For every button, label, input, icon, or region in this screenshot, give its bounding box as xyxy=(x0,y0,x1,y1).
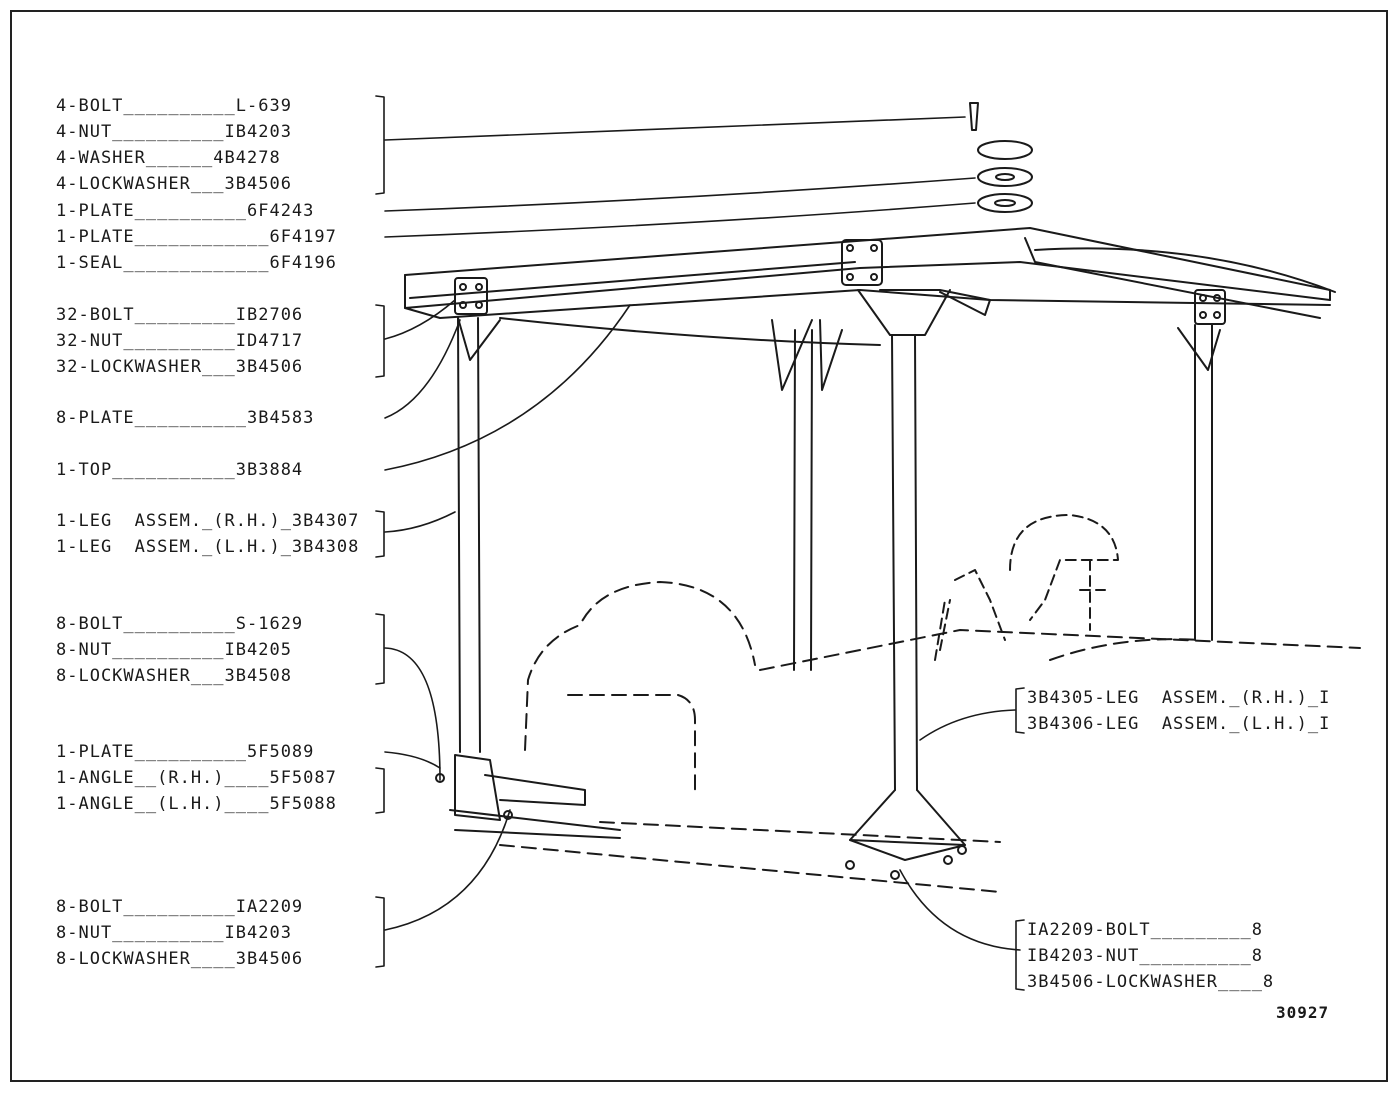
drawing-frame xyxy=(10,10,1388,1082)
front-center-leg xyxy=(849,289,966,861)
left_groups-label: 8-PLATE__________3B4583 xyxy=(56,408,315,428)
left_groups-label: 32-NUT__________ID4717 xyxy=(56,331,304,351)
left_groups-label: 4-LOCKWASHER___3B4506 xyxy=(56,174,292,194)
left_groups-label: 4-WASHER______4B4278 xyxy=(56,148,281,168)
front-left-leg xyxy=(457,317,501,753)
right_groups-label: IB4203-NUT__________8 xyxy=(1027,946,1263,966)
left_groups-label: 4-NUT__________IB4203 xyxy=(56,122,292,142)
left_groups-label: 1-TOP___________3B3884 xyxy=(56,460,304,480)
tractor-outline-dashed xyxy=(499,581,1361,893)
left_groups-label: 4-BOLT__________L-639 xyxy=(56,96,292,116)
left_groups-label: 1-SEAL_____________6F4196 xyxy=(56,253,337,273)
right_groups-label: IA2209-BOLT_________8 xyxy=(1027,920,1263,940)
foot-bolts xyxy=(435,773,967,880)
left_groups-label: 8-LOCKWASHER____3B4506 xyxy=(56,949,304,969)
corner-plate-left xyxy=(454,277,488,315)
left_groups-label: 8-NUT__________IB4203 xyxy=(56,923,292,943)
left_groups-label: 1-PLATE____________6F4197 xyxy=(56,227,337,247)
left_groups-label: 1-PLATE__________5F5089 xyxy=(56,742,315,762)
hardware-stack xyxy=(969,102,1033,213)
left_groups-label: 32-BOLT_________IB2706 xyxy=(56,305,304,325)
figure-number: 30927 xyxy=(1276,1003,1330,1022)
label-braces xyxy=(375,95,1025,991)
left_groups-label: 1-ANGLE__(L.H.)____5F5088 xyxy=(56,794,337,814)
left_groups-label: 8-LOCKWASHER___3B4508 xyxy=(56,666,292,686)
center-plate xyxy=(841,239,883,286)
left_groups-label: 8-BOLT__________S-1629 xyxy=(56,614,304,634)
left_groups-label: 32-LOCKWASHER___3B4506 xyxy=(56,357,304,377)
left_groups-label: 1-LEG ASSEM._(L.H.)_3B4308 xyxy=(56,537,360,557)
right_groups-label: 3B4306-LEG ASSEM._(L.H.)_I xyxy=(1027,714,1331,734)
left-foot-angle xyxy=(449,754,621,839)
leader-lines xyxy=(384,116,1021,951)
rear-leg xyxy=(771,319,843,671)
left_groups-label: 1-ANGLE__(R.H.)____5F5087 xyxy=(56,768,337,788)
left_groups-label: 1-LEG ASSEM._(R.H.)_3B4307 xyxy=(56,511,360,531)
left_groups-label: 8-BOLT__________IA2209 xyxy=(56,897,304,917)
right-leg xyxy=(1177,324,1221,641)
left_groups-label: 1-PLATE__________6F4243 xyxy=(56,201,315,221)
right_groups-label: 3B4506-LOCKWASHER____8 xyxy=(1027,972,1275,992)
right_groups-label: 3B4305-LEG ASSEM._(R.H.)_I xyxy=(1027,688,1331,708)
corner-plate-right xyxy=(1194,289,1226,325)
left_groups-label: 8-NUT__________IB4205 xyxy=(56,640,292,660)
operator-silhouette xyxy=(934,514,1119,661)
